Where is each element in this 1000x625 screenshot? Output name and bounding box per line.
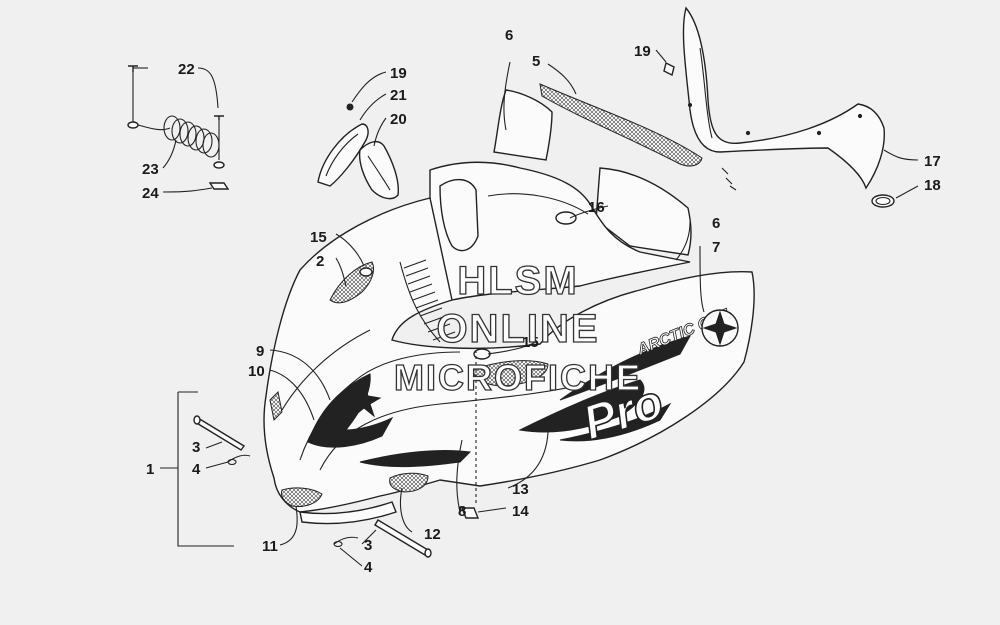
callout-labels: 22 23 24 19 21 20 6 5 19 17 18 16 6 7 15… — [142, 27, 941, 576]
watermark: HLSM ONLINE MICROFICHE — [393, 258, 642, 398]
callout-15-left: 15 — [310, 229, 327, 246]
watermark-line-1: HLSM — [457, 259, 578, 303]
callout-18: 18 — [924, 177, 941, 194]
callout-3-lower: 3 — [364, 537, 372, 554]
side-vent-bracket — [317, 103, 399, 200]
callout-12: 12 — [424, 526, 441, 543]
callout-16: 16 — [588, 199, 605, 216]
callout-3-upper: 3 — [192, 439, 200, 456]
callout-24: 24 — [142, 185, 159, 202]
dash-trim-and-decals — [493, 83, 703, 256]
callout-21: 21 — [390, 87, 407, 104]
callout-14: 14 — [512, 503, 529, 520]
callout-8: 8 — [458, 503, 466, 520]
callout-2: 2 — [316, 253, 324, 270]
callout-10: 10 — [248, 363, 265, 380]
callout-13: 13 — [512, 481, 529, 498]
hood-assembly: ARCTIC CAT Pro — [263, 161, 755, 525]
callout-23: 23 — [142, 161, 159, 178]
spring-cable-assembly — [127, 65, 230, 190]
leader-lines — [133, 49, 919, 567]
callout-6-side: 6 — [712, 215, 720, 232]
callout-5: 5 — [532, 53, 540, 70]
callout-9: 9 — [256, 343, 264, 360]
callout-19-windshield: 19 — [634, 43, 651, 60]
watermark-line-3: MICROFICHE — [394, 357, 642, 398]
callout-22: 22 — [178, 61, 195, 78]
callout-1: 1 — [146, 461, 154, 478]
windshield — [663, 6, 895, 208]
callout-11: 11 — [262, 538, 278, 555]
hood-pins — [193, 415, 432, 558]
callout-15-center: 15 — [522, 334, 539, 351]
callout-6-top: 6 — [505, 27, 513, 44]
callout-4-upper: 4 — [192, 461, 201, 478]
callout-20: 20 — [390, 111, 407, 128]
callout-19-bracket: 19 — [390, 65, 407, 82]
callout-4-lower: 4 — [364, 559, 373, 576]
callout-7: 7 — [712, 239, 720, 256]
coil-spring — [163, 115, 220, 158]
hood-clip — [460, 507, 480, 519]
hood-louvres — [399, 259, 456, 343]
watermark-line-2: ONLINE — [436, 307, 599, 351]
callout-17: 17 — [924, 153, 941, 170]
side-logo-emblem — [701, 309, 739, 347]
